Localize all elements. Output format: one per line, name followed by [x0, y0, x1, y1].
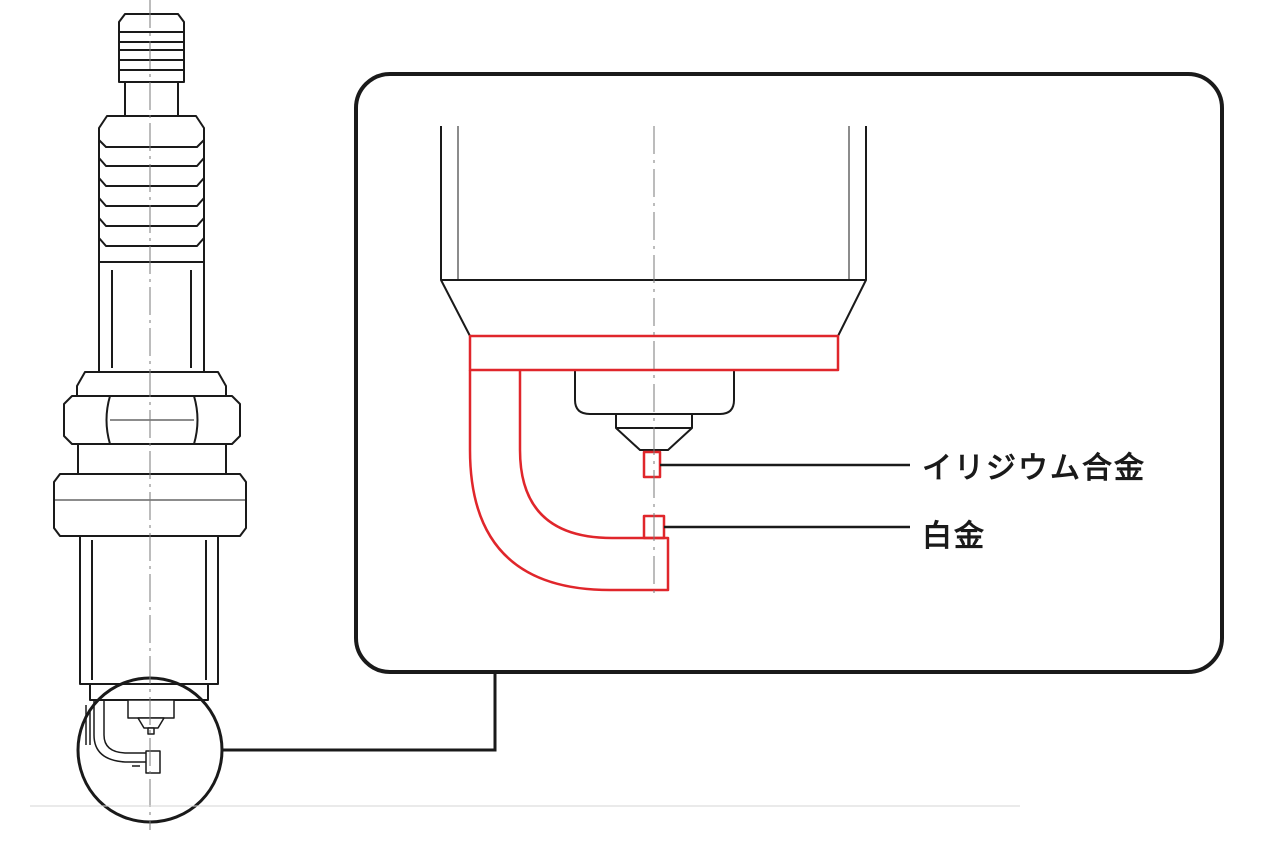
insulator-nose [574, 370, 735, 415]
spark-plug-full-view [53, 13, 247, 824]
detail-box [354, 72, 1224, 674]
shell-crimp [76, 371, 227, 397]
connector-line [222, 672, 497, 752]
insulator-body [98, 261, 205, 373]
iridium-label: イリジウム合金 [922, 451, 1146, 486]
ground-electrode [468, 370, 670, 592]
plug-tip-mini [85, 699, 175, 774]
platinum-label: 白金 [922, 519, 986, 554]
electrode-seat [468, 334, 840, 372]
threaded-body [79, 535, 219, 685]
insulator-ribs [98, 115, 205, 263]
terminal-neck [124, 81, 179, 117]
hex-nut [63, 395, 241, 445]
shell-lower-ring [77, 443, 227, 475]
terminal-nut [118, 13, 185, 83]
